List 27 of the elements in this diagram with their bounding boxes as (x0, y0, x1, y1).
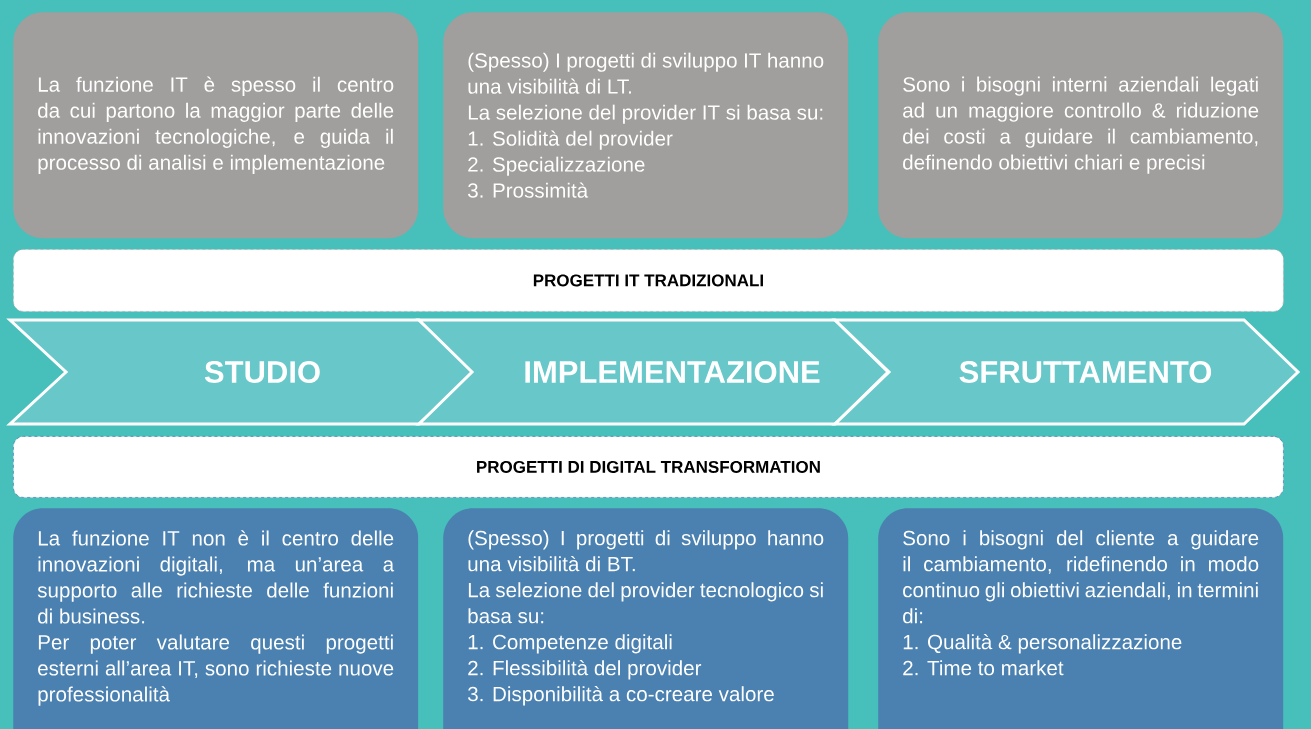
list-item: 2. Flessibilità del provider (468, 659, 702, 680)
paragraph: Sono i bisogni interni aziendali legati ad un maggiore controllo & riduzione dei costi a guidare il cambiamento, definendo obiettivi chiari e precisi (903, 76, 1259, 174)
paragraph: La funzione IT è spesso il centro da cui partono la maggior parte delle innovazioni tecnologiche, e guida il processo di analisi e implementazione (38, 76, 394, 174)
section-band: PROGETTI DI DIGITAL TRANSFORMATION (13, 436, 1284, 498)
paragraph: La selezione del provider tecnologico si basa su: (468, 582, 823, 624)
list-item: 3. Disponibilità a co-creare valore (468, 685, 774, 706)
paragraph: La funzione IT non è il centro delle innovazioni digitali, ma un’area a supporto alle richieste delle funzioni di business. (37, 530, 395, 624)
paragraph: (Spesso) I progetti di sviluppo hanno una visibilità di BT. (468, 530, 824, 572)
phase-banner: SFRUTTAMENTO (831, 318, 1301, 426)
info-card (443, 508, 849, 729)
info-card (13, 12, 419, 239)
paragraph: La selezione del provider IT si basa su: (468, 104, 823, 124)
paragraph: (Spesso) I progetti di sviluppo IT hanno una visibilità di LT. (468, 52, 824, 94)
list-item: 1. Competenze digitali (468, 634, 672, 654)
list-item: 1. Solidità del provider (468, 130, 673, 150)
list-item: 3. Prossimità (468, 182, 589, 198)
info-card (13, 508, 419, 729)
list-item: 1. Qualità & personalizzazione (903, 633, 1182, 654)
section-band: PROGETTI IT TRADIZIONALI (13, 249, 1284, 312)
list-item: 2. Specializzazione (468, 156, 645, 176)
paragraph: Per poter valutare questi progetti esterni all’area IT, sono richieste nuove professionalità (38, 634, 394, 706)
info-card (443, 12, 849, 239)
info-card (878, 12, 1284, 239)
list-item: 2. Time to market (903, 660, 1064, 676)
node-label: SFRUTTAMENTO (959, 361, 1212, 383)
paragraph: Sono i bisogni del cliente a guidare il cambiamento, ridefinendo in modo continuo gli obiettivi aziendali, in termini di: (903, 530, 1259, 624)
info-card (878, 508, 1284, 729)
